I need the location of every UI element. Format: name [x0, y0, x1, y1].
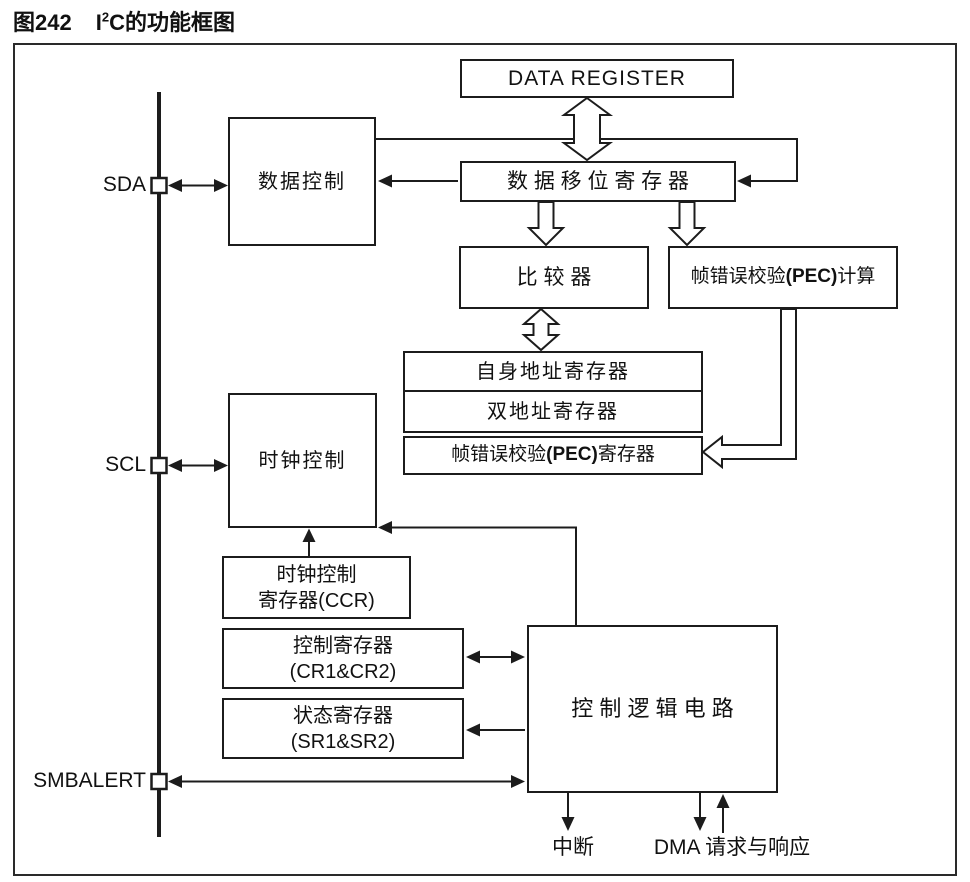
- dataregister-shift-bidir-arrow: [560, 96, 614, 162]
- block-cr-line1: 控制寄存器: [293, 634, 393, 657]
- signal-label-scl: SCL: [105, 453, 146, 476]
- block-data-register-label: DATA REGISTER: [508, 66, 686, 90]
- smbalert-arrowhead-left: [168, 775, 182, 788]
- figure-name: I2C的功能框图: [95, 9, 235, 35]
- label-dma-request-response: DMA 请求与响应: [653, 836, 811, 859]
- block-data-control: 数据控制: [228, 117, 376, 246]
- ctllogic-to-clockctl-arrow: [390, 526, 577, 625]
- smbalert-node-square: [150, 772, 168, 791]
- block-data-register: DATA REGISTER: [460, 59, 734, 98]
- smbalert-arrowhead-right: [511, 775, 525, 788]
- dma-response-arrowhead: [716, 794, 730, 808]
- sda-node-square: [150, 176, 168, 195]
- datactl-to-shift-arrowhead: [737, 174, 751, 188]
- block-pec-register: 帧错误校验(PEC)寄存器: [403, 436, 703, 475]
- block-status-registers: 状态寄存器 (SR1&SR2): [222, 698, 464, 759]
- block-ccr-line2: 寄存器(CCR): [258, 589, 375, 612]
- figure-number: 图242: [13, 10, 72, 35]
- block-control-logic-label: 控 制 逻 辑 电 路: [571, 695, 734, 721]
- block-clock-control-register: 时钟控制 寄存器(CCR): [222, 556, 411, 619]
- block-clock-control-label: 时钟控制: [258, 449, 347, 472]
- block-sr-line1: 状态寄存器: [293, 704, 393, 727]
- label-interrupt: 中断: [552, 836, 594, 859]
- sda-arrowhead-left: [168, 179, 182, 192]
- interrupt-arrowhead: [561, 817, 575, 831]
- cr-ctllogic-arrowhead-right: [511, 650, 525, 664]
- ccr-to-clockctl-arrowhead: [302, 528, 316, 542]
- cr-ctllogic-arrowhead-left: [466, 650, 480, 664]
- shift-to-peccalc-arrow: [667, 201, 707, 247]
- block-shift-register-label: 数 据 移 位 寄 存 器: [506, 169, 689, 193]
- peccalc-to-pecreg-arrow: [701, 308, 797, 470]
- scl-arrowhead-right: [214, 459, 228, 472]
- block-ccr-line1: 时钟控制: [276, 563, 357, 586]
- block-comparator-label: 比 较 器: [516, 265, 592, 289]
- scl-node-square: [150, 456, 168, 475]
- block-dual-address-label: 双地址寄存器: [487, 400, 619, 423]
- dma-request-arrowhead: [693, 817, 707, 831]
- ctllogic-to-sr-arrowhead: [466, 723, 480, 737]
- block-control-registers: 控制寄存器 (CR1&CR2): [222, 628, 464, 689]
- scl-arrowhead-left: [168, 459, 182, 472]
- block-pec-register-label: 帧错误校验(PEC)寄存器: [451, 444, 655, 466]
- block-own-address-register: 自身地址寄存器: [403, 351, 703, 392]
- block-pec-calculation: 帧错误校验(PEC)计算: [668, 246, 898, 309]
- block-sr-line2: (SR1&SR2): [290, 730, 396, 753]
- signal-label-sda: SDA: [102, 173, 146, 196]
- shift-to-comparator-arrow: [526, 201, 566, 247]
- block-control-logic: 控 制 逻 辑 电 路: [527, 625, 778, 793]
- signal-label-smbalert: SMBALERT: [33, 769, 146, 792]
- figure-title: 图242 I2C的功能框图: [13, 6, 235, 36]
- block-own-address-label: 自身地址寄存器: [476, 360, 630, 383]
- block-pec-calculation-label: 帧错误校验(PEC)计算: [690, 266, 876, 288]
- shift-to-datactl-arrowhead: [378, 174, 392, 188]
- diagram-frame: [13, 43, 957, 876]
- block-comparator: 比 较 器: [459, 246, 649, 309]
- block-dual-address-register: 双地址寄存器: [403, 390, 703, 433]
- block-data-control-label: 数据控制: [258, 170, 346, 193]
- block-clock-control: 时钟控制: [228, 393, 377, 528]
- ctllogic-to-clockctl-arrowhead: [378, 521, 392, 534]
- block-shift-register: 数 据 移 位 寄 存 器: [460, 161, 736, 202]
- block-cr-line2: (CR1&CR2): [289, 660, 397, 683]
- sda-arrowhead-right: [214, 179, 228, 192]
- comparator-addr-bidir-arrow: [521, 307, 561, 352]
